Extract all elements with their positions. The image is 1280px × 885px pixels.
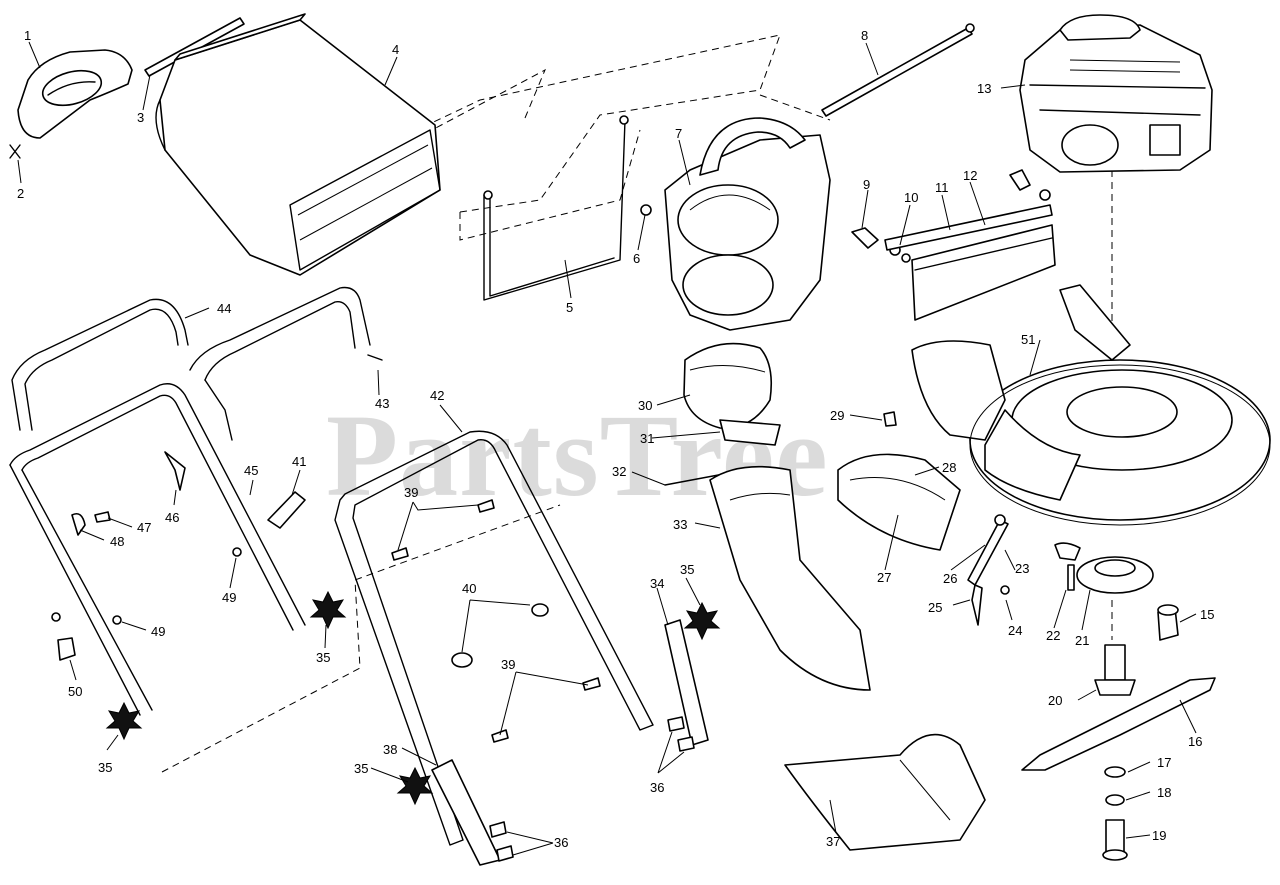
part-17-washer (1104, 766, 1126, 778)
callout-20: 20 (1048, 693, 1062, 708)
callout-3: 3 (137, 110, 144, 125)
part-25-26-lever (967, 514, 1010, 626)
callout-45: 45 (244, 463, 258, 478)
callout-1: 1 (24, 28, 31, 43)
callout-41: 41 (292, 454, 306, 469)
part-43-handle (189, 286, 383, 441)
callout-10: 10 (904, 190, 918, 205)
callout-17: 17 (1157, 755, 1171, 770)
callout-5: 5 (566, 300, 573, 315)
part-2-screw (9, 144, 21, 159)
callout-47: 47 (137, 520, 151, 535)
part-31-bracket (719, 419, 781, 446)
callout-29: 29 (830, 408, 844, 423)
part-40-spring (451, 603, 549, 668)
callout-33: 33 (673, 517, 687, 532)
callout-labels: 1 2 3 4 5 6 7 8 9 10 11 12 13 15 16 17 1… (17, 28, 1214, 850)
part-8-rod (821, 23, 975, 117)
part-30-knob (683, 342, 773, 429)
part-11-12-flap (884, 169, 1056, 321)
callout-39-b: 39 (501, 657, 515, 672)
callout-35-a: 35 (680, 562, 694, 577)
leader-lines (17, 41, 1197, 856)
assembly-dashed-lines (161, 34, 1113, 773)
callout-32: 32 (612, 464, 626, 479)
callout-11: 11 (935, 180, 949, 195)
part-45-handle-side (9, 383, 306, 716)
callout-36-b: 36 (650, 780, 664, 795)
callout-23: 23 (1015, 561, 1029, 576)
callout-35-d: 35 (354, 761, 368, 776)
callout-6: 6 (633, 251, 640, 266)
callout-43: 43 (375, 396, 389, 411)
callout-25: 25 (928, 600, 942, 615)
part-33-discharge-chute (709, 465, 871, 691)
small-hardware (51, 499, 695, 862)
part-46-clip (164, 451, 186, 491)
part-19-bolt (1102, 819, 1128, 861)
callout-19: 19 (1152, 828, 1166, 843)
callout-16: 16 (1188, 734, 1202, 749)
callout-46: 46 (165, 510, 179, 525)
callout-15: 15 (1200, 607, 1214, 622)
callout-44: 44 (217, 301, 231, 316)
callout-50: 50 (68, 684, 82, 699)
part-9-bolt (851, 227, 879, 249)
callout-7: 7 (675, 126, 682, 141)
part-3-rod (144, 17, 245, 77)
callout-22: 22 (1046, 628, 1060, 643)
callout-35-c: 35 (98, 760, 112, 775)
part-18-lockwasher (1105, 794, 1125, 806)
part-44-upper-handle (11, 298, 189, 431)
callout-51: 51 (1021, 332, 1035, 347)
callout-21: 21 (1075, 633, 1089, 648)
callout-40: 40 (462, 581, 476, 596)
callout-39-a: 39 (404, 485, 418, 500)
callout-48: 48 (110, 534, 124, 549)
callout-18: 18 (1157, 785, 1171, 800)
part-15-bolt (1157, 604, 1179, 641)
part-38-bracket (431, 759, 501, 866)
part-4-grass-bag (155, 13, 441, 276)
part-29-clip (883, 411, 897, 427)
part-13-engine (1019, 14, 1213, 173)
part-34-bracket (664, 619, 709, 746)
callout-36-a: 36 (554, 835, 568, 850)
callout-31: 31 (640, 431, 654, 446)
part-35-knobs (105, 590, 721, 806)
callout-9: 9 (863, 177, 870, 192)
callout-37: 37 (826, 834, 840, 849)
part-1-handle-cover (17, 49, 133, 139)
part-37-mulch-plug (784, 733, 986, 851)
callout-42: 42 (430, 388, 444, 403)
callout-2: 2 (17, 186, 24, 201)
callout-49-b: 49 (151, 624, 165, 639)
part-42-lower-handle (334, 430, 654, 846)
callout-24: 24 (1008, 623, 1022, 638)
callout-28: 28 (942, 460, 956, 475)
part-51-deck (911, 284, 1271, 526)
part-48-clamp (71, 512, 86, 536)
callout-38: 38 (383, 742, 397, 757)
part-5-bag-frame (483, 115, 629, 301)
callout-26: 26 (943, 571, 957, 586)
part-20-key (1094, 644, 1136, 696)
part-41-cable-clip (267, 491, 306, 529)
part-7-housing (664, 117, 831, 331)
callout-13: 13 (977, 81, 991, 96)
callout-30: 30 (638, 398, 652, 413)
part-6-clip (640, 204, 652, 216)
callout-8: 8 (861, 28, 868, 43)
callout-49-a: 49 (222, 590, 236, 605)
part-21-adapter (1054, 542, 1154, 594)
callout-4: 4 (392, 42, 399, 57)
part-22-screw (1067, 564, 1075, 591)
callout-35-b: 35 (316, 650, 330, 665)
part-28-chute (837, 453, 961, 551)
callout-12: 12 (963, 168, 977, 183)
callout-27: 27 (877, 570, 891, 585)
part-16-blade (1021, 677, 1216, 771)
callout-34: 34 (650, 576, 664, 591)
